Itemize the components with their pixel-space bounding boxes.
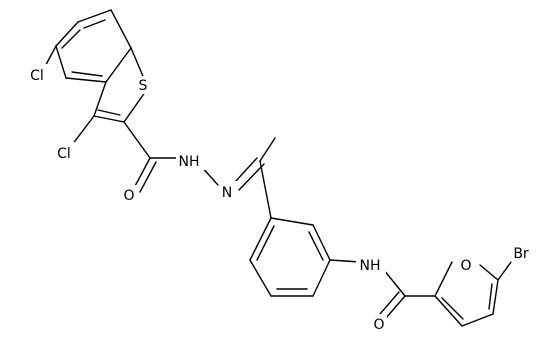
bond bbox=[249, 217, 272, 261]
bond bbox=[270, 217, 314, 226]
bond bbox=[329, 259, 361, 263]
bond bbox=[61, 29, 81, 49]
bond bbox=[383, 269, 406, 297]
bond bbox=[312, 259, 331, 297]
atom-o-carbonyl: O bbox=[123, 188, 134, 204]
atom-nh-hydrazide: NH bbox=[179, 154, 200, 170]
bond bbox=[249, 259, 272, 297]
bond bbox=[71, 71, 103, 77]
bond bbox=[65, 77, 107, 83]
bond bbox=[55, 21, 79, 47]
bond bbox=[479, 264, 499, 281]
atom-labels: S Cl Cl O NH N NH O O Br bbox=[26, 64, 535, 334]
bond bbox=[97, 109, 121, 116]
bond bbox=[123, 121, 151, 159]
bond bbox=[379, 291, 400, 315]
atom-cl-3: Cl bbox=[57, 146, 71, 162]
bond bbox=[93, 81, 107, 117]
atom-o-amide: O bbox=[373, 317, 384, 333]
bond bbox=[234, 157, 258, 183]
bond bbox=[312, 224, 331, 261]
bond bbox=[259, 160, 272, 219]
bond bbox=[83, 19, 106, 29]
bond bbox=[77, 9, 112, 23]
bonds bbox=[41, 9, 515, 327]
atom-n-imine: N bbox=[222, 185, 232, 201]
bond bbox=[105, 47, 132, 83]
bond bbox=[434, 261, 453, 297]
atom-nh-amide: NH bbox=[360, 258, 381, 274]
bond bbox=[385, 295, 406, 319]
bond bbox=[139, 161, 157, 193]
bond bbox=[441, 297, 464, 320]
bond bbox=[238, 163, 265, 191]
bond bbox=[461, 313, 494, 327]
bond bbox=[259, 137, 276, 162]
atom-o-furan: O bbox=[460, 258, 471, 274]
bond bbox=[256, 225, 275, 261]
bond bbox=[110, 9, 132, 49]
bond bbox=[308, 231, 324, 261]
bond bbox=[93, 115, 125, 123]
atom-br: Br bbox=[513, 246, 529, 262]
bond bbox=[434, 295, 463, 327]
bond bbox=[71, 115, 95, 146]
bond bbox=[488, 283, 493, 310]
bond bbox=[133, 157, 151, 189]
bond bbox=[492, 279, 499, 315]
bond bbox=[55, 45, 67, 79]
atom-cl-4: Cl bbox=[30, 68, 44, 84]
atom-s: S bbox=[139, 78, 148, 94]
